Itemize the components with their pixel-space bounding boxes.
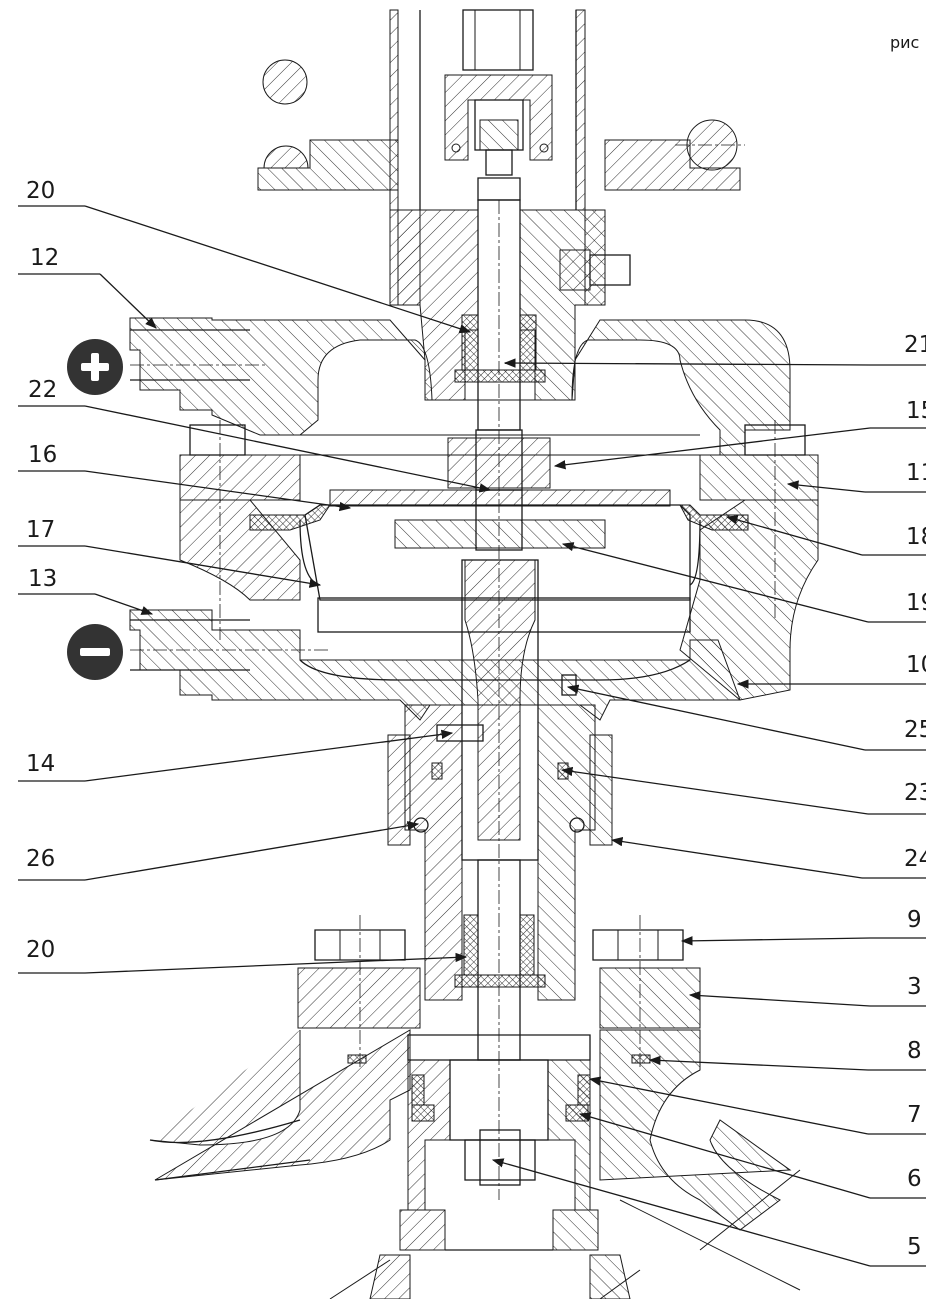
upper-bonnet — [389, 209, 631, 401]
svg-text:22: 22 — [28, 377, 57, 403]
callout-right-11: 11 — [786, 460, 926, 493]
svg-text:18: 18 — [906, 524, 926, 550]
svg-text:9: 9 — [907, 907, 922, 933]
callout-right-9: 9 — [680, 907, 926, 946]
svg-text:16: 16 — [28, 442, 57, 468]
callout-left-16: 16 — [18, 442, 352, 512]
svg-text:21: 21 — [904, 332, 926, 358]
svg-text:20: 20 — [26, 937, 55, 963]
guide-housing — [387, 674, 613, 1001]
callout-right-18: 18 — [725, 515, 926, 556]
callout-left-12: 12 — [18, 245, 157, 329]
svg-text:19: 19 — [906, 590, 926, 616]
callout-left-13: 13 — [18, 566, 154, 615]
plus-circle-icon — [67, 339, 123, 395]
svg-text:12: 12 — [30, 245, 59, 271]
callout-left-20b: 20 — [18, 937, 468, 974]
seat-and-plug — [329, 1034, 641, 1299]
callout-right-24: 24 — [610, 836, 926, 879]
svg-text:3: 3 — [907, 974, 922, 1000]
svg-text:23: 23 — [904, 780, 926, 806]
svg-text:20: 20 — [26, 178, 55, 204]
corner-caption: рис — [890, 33, 919, 52]
callout-left-17: 17 — [18, 517, 322, 588]
svg-text:7: 7 — [907, 1102, 922, 1128]
svg-text:10: 10 — [906, 652, 926, 678]
callout-right-25: 25 — [566, 684, 926, 751]
callout-right-7: 7 — [588, 1076, 926, 1135]
callout-right-5: 5 — [491, 1158, 926, 1267]
valve-body — [149, 1029, 801, 1291]
callout-left-22: 22 — [18, 377, 492, 493]
diaphragm-housing-upper — [129, 317, 791, 456]
callout-right-21: 21 — [503, 332, 926, 368]
svg-text:8: 8 — [907, 1038, 922, 1064]
svg-text:24: 24 — [904, 846, 926, 872]
svg-text:11: 11 — [906, 460, 926, 486]
stem-coupling — [444, 9, 553, 176]
callout-right-8: 8 — [648, 1038, 926, 1071]
callout-left-20a: 20 — [18, 178, 472, 334]
callout-right-15: 15 — [553, 398, 926, 470]
svg-text:5: 5 — [907, 1234, 922, 1260]
callout-right-10: 10 — [736, 652, 926, 689]
callout-left-26: 26 — [18, 821, 420, 881]
diaphragm-assembly — [249, 429, 749, 633]
upper-yoke — [257, 9, 745, 306]
callout-left-14: 14 — [18, 729, 454, 782]
callout-right-3: 3 — [688, 974, 926, 1007]
svg-text:13: 13 — [28, 566, 57, 592]
svg-text:17: 17 — [26, 517, 55, 543]
svg-text:25: 25 — [904, 717, 926, 743]
svg-text:26: 26 — [26, 846, 55, 872]
callout-right-19: 19 — [561, 542, 926, 623]
callout-right-6: 6 — [578, 1112, 926, 1199]
svg-text:6: 6 — [907, 1166, 922, 1192]
minus-circle-icon — [67, 624, 123, 680]
svg-text:14: 14 — [26, 751, 55, 777]
svg-text:15: 15 — [906, 398, 926, 424]
callout-right-23: 23 — [560, 766, 926, 815]
